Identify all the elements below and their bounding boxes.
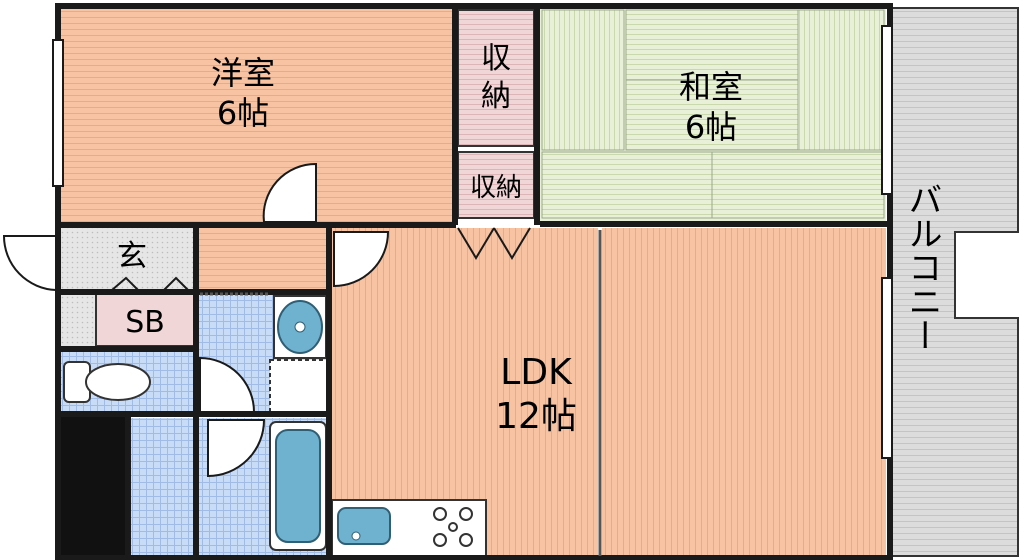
ldk-name: LDK (500, 352, 573, 393)
western-room-floor (60, 8, 452, 222)
japanese-room-floor (540, 8, 886, 222)
pipe-shaft (56, 414, 128, 560)
shoe-box (95, 293, 195, 347)
windows (52, 25, 893, 459)
kitchen-sink-icon (337, 507, 391, 545)
storage-top-label-1: 収 (481, 41, 511, 76)
toilet-bowl-icon (63, 361, 151, 403)
washing-machine-space (269, 359, 329, 413)
doors (2, 162, 531, 478)
japanese-room-size: 6帖 (685, 108, 737, 146)
walls (55, 3, 893, 560)
entrance-label: 玄 (117, 239, 147, 274)
western-room-size: 6帖 (217, 94, 269, 132)
japanese-room-name: 和室 (679, 68, 743, 106)
hallway-floor (198, 228, 328, 292)
ldk-floor-right (602, 228, 886, 556)
balcony-area (891, 7, 1019, 557)
shoe-box-label: SB (125, 305, 165, 340)
kitchen-counter (331, 499, 487, 557)
wash-basin-icon (273, 295, 327, 359)
bathtub-icon (269, 421, 327, 551)
storage-top-label-2: 納 (481, 79, 511, 114)
storage-top (457, 9, 535, 147)
balcony-label: バルコニー (902, 182, 942, 352)
storage-mid-label: 収納 (470, 173, 522, 203)
storage-mid (457, 151, 535, 219)
stove-burners-icon (433, 507, 473, 547)
ldk-size: 12帖 (495, 396, 577, 437)
western-room-name: 洋室 (211, 54, 275, 92)
